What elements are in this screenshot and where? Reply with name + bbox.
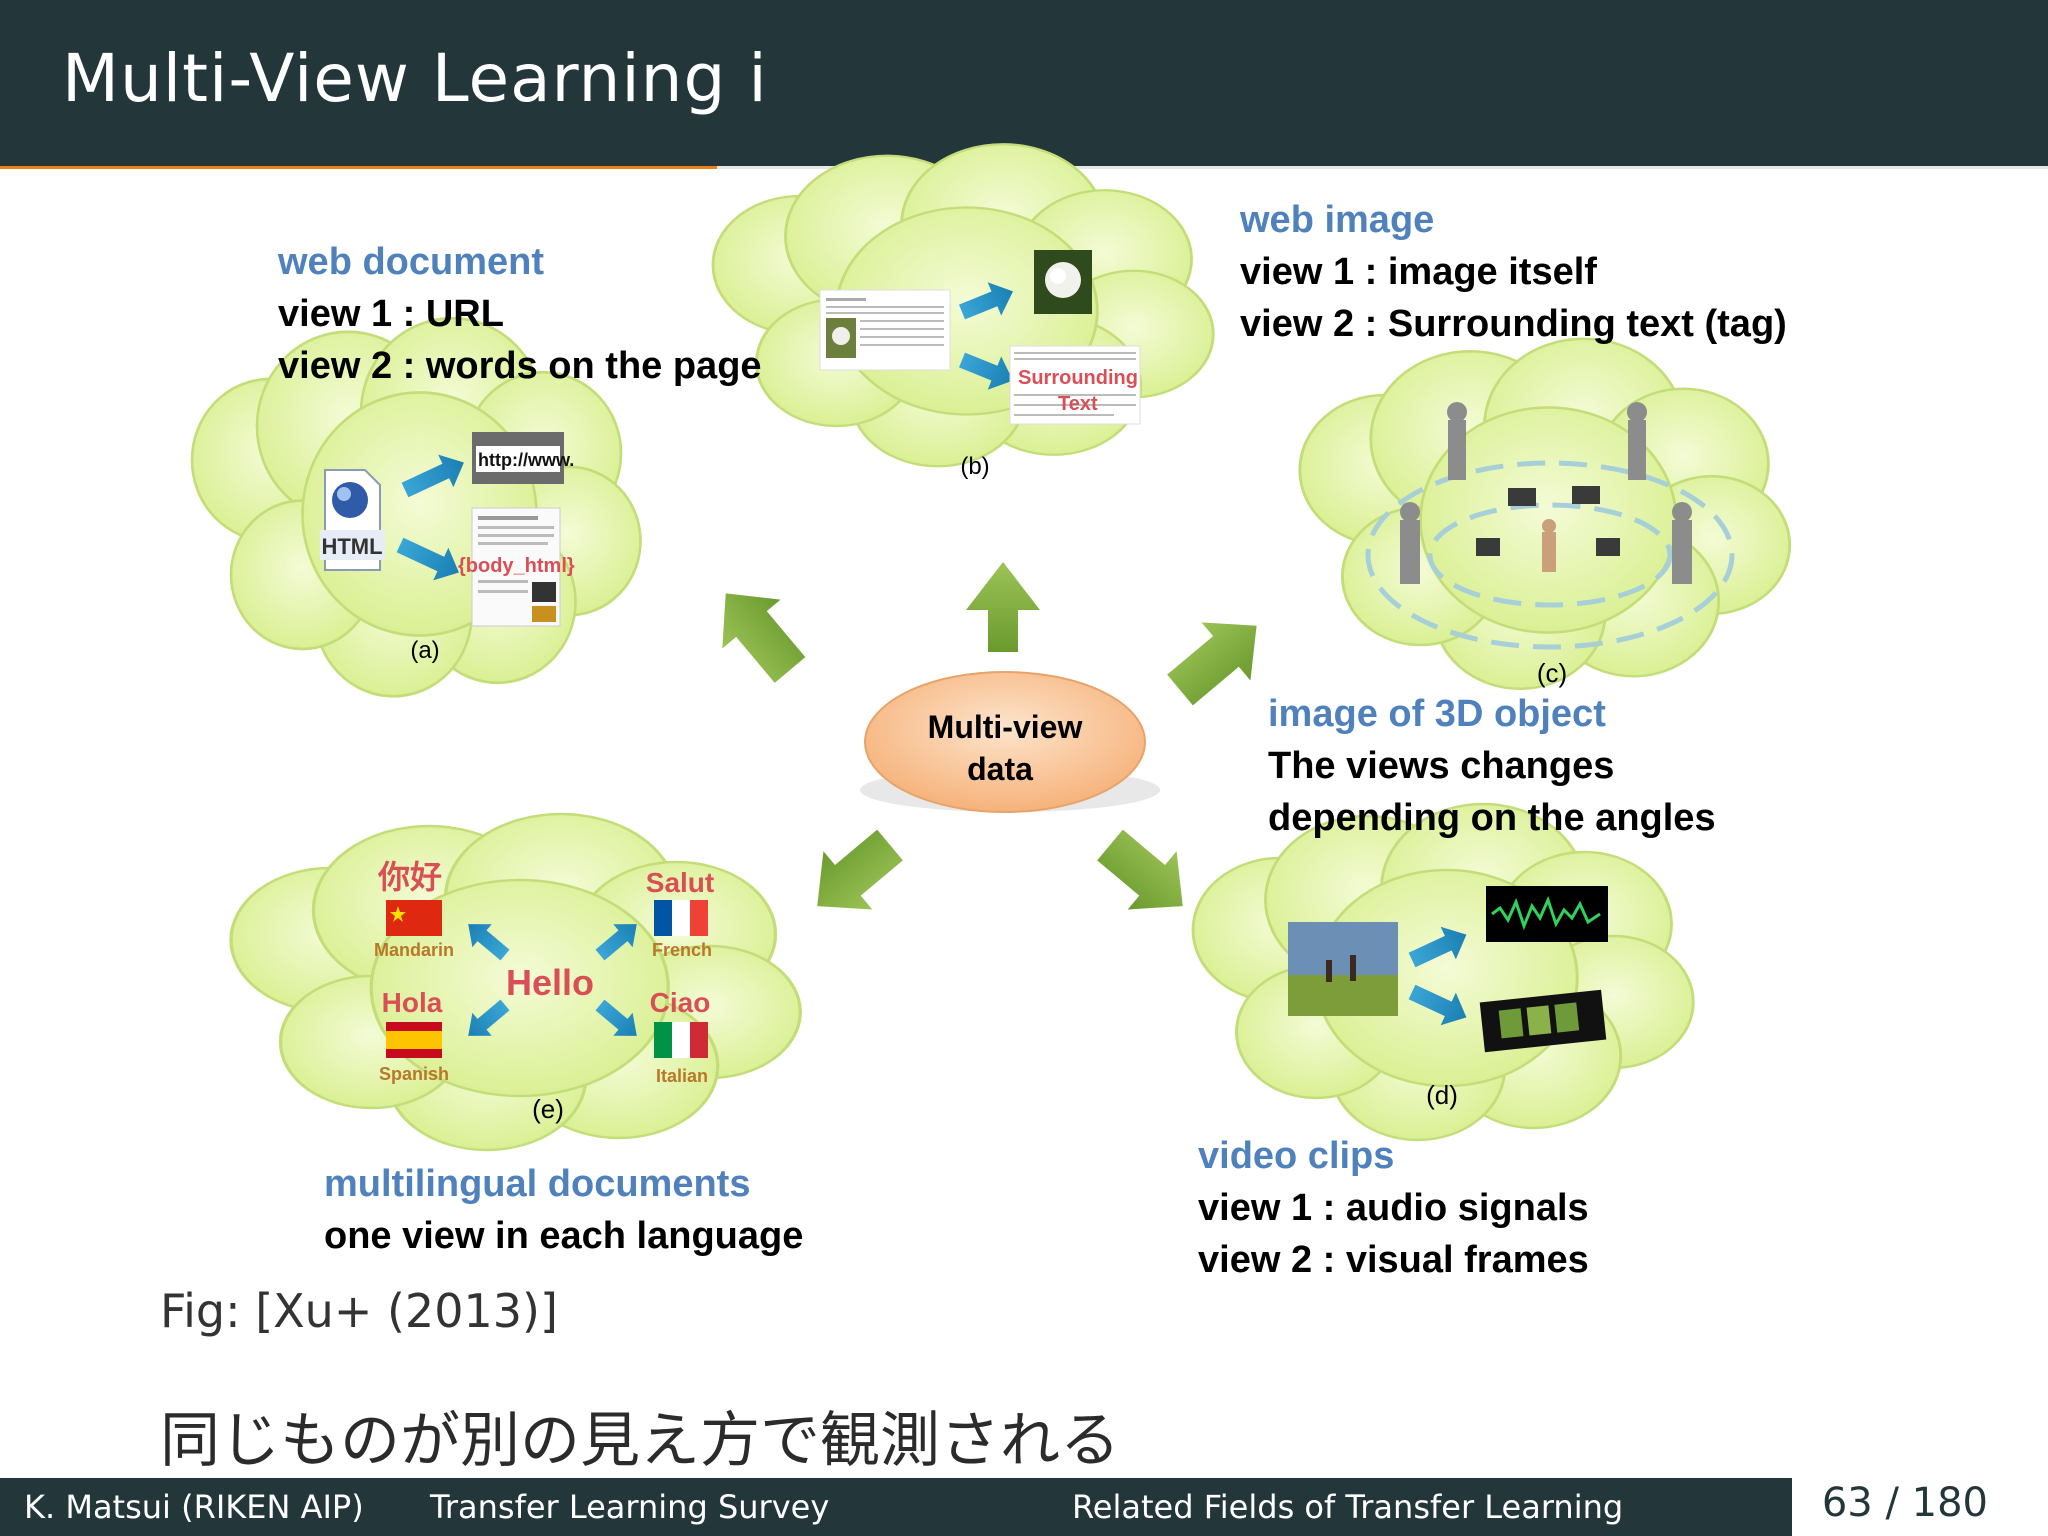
arrow-down-right [1097,829,1183,910]
blue-arrow-d1 [1408,926,1467,968]
blue-arrow-e2 [595,924,637,961]
panel-a-heading: web document [278,241,545,283]
film-strip [1479,989,1607,1053]
greeting-french: Salut [646,867,714,898]
blue-arrow-d2 [1408,984,1467,1026]
panel-e-heading: multilingual documents [324,1163,751,1205]
panel-d-label: video clips view 1 : audio signals view … [1198,1130,1589,1286]
arrow-up [966,562,1040,652]
arrow-down-left [817,829,903,910]
greeting-italian: Ciao [650,987,711,1018]
footer-talk: Transfer Learning Survey [430,1488,830,1526]
center-label-line2: data [967,751,1033,787]
statue-figures [1400,402,1692,584]
panel-c-letter: (c) [1537,658,1567,688]
blue-arrow-e1 [468,924,510,961]
language-spanish: Spanish [379,1064,449,1084]
slide-title: Multi-View Learning i [62,40,768,117]
surrounding-word: Surrounding [1018,367,1138,389]
body-html-text: {body_html} [458,555,575,577]
title-bar: Multi-View Learning i [0,0,2048,166]
panel-e-line1: one view in each language [324,1215,804,1257]
greeting-mandarin: 你好 [377,859,442,895]
panel-a-letter: (a) [410,637,439,664]
panel-b-heading: web image [1240,199,1435,241]
blue-arrow-e3 [468,999,510,1036]
footer-section: Related Fields of Transfer Learning [1072,1488,1624,1526]
blue-arrow-b2 [959,352,1013,390]
greeting-spanish: Hola [382,987,443,1018]
language-mandarin: Mandarin [374,940,454,960]
video-frame-image [1288,922,1398,1016]
hello-word: Hello [506,962,594,1003]
url-bar-image: http://www. [472,432,574,484]
camera-icons [1476,486,1620,556]
footer-bar: K. Matsui (RIKEN AIP) Transfer Learning … [0,1478,1792,1536]
panel-b-view2: view 2 : Surrounding text (tag) [1240,303,1787,345]
blue-arrow-b1 [959,282,1013,320]
page-number: 63 / 180 [1821,1480,1988,1526]
panel-b-letter: (b) [960,453,989,480]
progress-bar [0,166,717,169]
language-french: French [652,940,712,960]
webpage-thumbnail: {body_html} [458,507,575,627]
panel-d-view2: view 2 : visual frames [1198,1239,1589,1281]
arrow-up-left [722,593,806,683]
panel-a-view2: view 2 : words on the page [278,345,762,387]
text-word: Text [1058,393,1098,415]
japanese-summary: 同じものが別の見え方で観測される [160,1406,1120,1476]
panel-b-view1: view 1 : image itself [1240,251,1597,293]
blue-arrow-a1 [401,454,464,498]
blue-arrow-e4 [595,999,637,1036]
blue-arrow-a2 [396,537,459,581]
center-label-line1: Multi-view [928,709,1083,745]
panel-d-view1: view 1 : audio signals [1198,1187,1589,1229]
panel-d-letter: (d) [1426,1080,1458,1110]
spain-flag-icon [386,1022,442,1058]
panel-c-label: image of 3D object The views changes dep… [1268,688,1716,844]
camera-ring [1365,460,1735,650]
article-thumbnail [819,289,951,371]
panel-b-label: web image view 1 : image itself view 2 :… [1240,194,1787,350]
html-file-icon: HTML [320,469,385,571]
china-flag-icon [386,900,442,936]
panel-a-view1: view 1 : URL [278,293,504,335]
center-oval [864,671,1146,813]
france-flag-icon [654,900,708,936]
panel-a-label: web document view 1 : URL view 2 : words… [278,236,762,392]
footer-author: K. Matsui (RIKEN AIP) [24,1488,364,1526]
panel-d-heading: video clips [1198,1135,1395,1177]
audio-waveform [1486,886,1608,942]
panel-e-letter: (e) [532,1094,564,1124]
cloud-c [1298,337,1792,691]
surrounding-text-thumbnail: Surrounding Text [1009,345,1141,425]
panel-e-label: multilingual documents one view in each … [324,1158,803,1262]
rose-image [1034,250,1092,314]
url-bar-text: http://www. [478,450,574,470]
panel-c-line1: The views changes [1268,745,1615,787]
panel-c-heading: image of 3D object [1268,693,1606,735]
italy-flag-icon [654,1022,708,1058]
panel-c-line2: depending on the angles [1268,797,1716,839]
arrow-up-right [1167,622,1257,706]
html-icon-text: HTML [321,534,382,559]
language-italian: Italian [656,1066,708,1086]
figure-caption: Fig: [Xu+ (2013)] [160,1284,558,1338]
